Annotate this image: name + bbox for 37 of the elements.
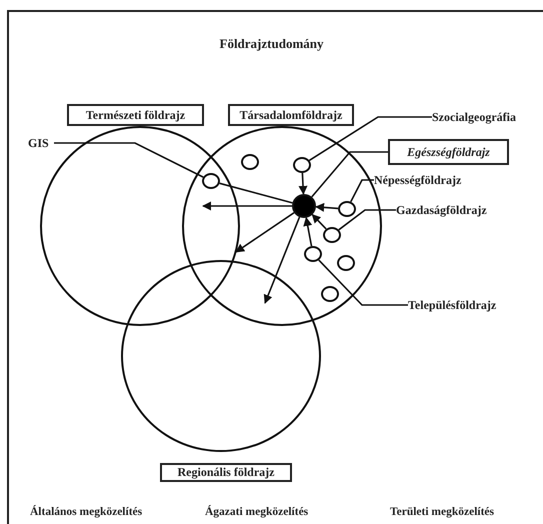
leader-line (338, 209, 396, 230)
label-box: Természeti földrajz (67, 104, 204, 126)
label-box: Társadalomföldrajz (228, 104, 354, 126)
topic-label: Szocialgeográfia (432, 108, 540, 126)
small-circle (337, 255, 355, 271)
topic-label: Népességföldrajz (374, 171, 484, 189)
arrow (264, 216, 300, 304)
small-circle (202, 173, 220, 189)
small-circle (293, 157, 311, 173)
venn-circle (121, 260, 321, 452)
leader-line (318, 260, 408, 306)
arrow (303, 216, 312, 246)
title: Földrajztudomány (218, 36, 324, 52)
approach-label: Területi megközelítés (390, 506, 494, 518)
leader-line (54, 142, 204, 178)
label-box: Egészségföldrajz (388, 139, 509, 165)
arrow (235, 212, 295, 253)
topic-label: Településföldrajz (408, 296, 520, 314)
arrow (312, 214, 327, 230)
small-circle (304, 246, 322, 262)
arrow (202, 202, 292, 210)
topic-label: Gazdaságföldrajz (396, 201, 508, 219)
small-circle (323, 227, 341, 243)
arrow (298, 172, 308, 195)
leader-line (311, 151, 388, 198)
arrow (315, 202, 338, 212)
small-circle (321, 286, 339, 302)
hub-dot (292, 194, 316, 218)
small-circle (338, 201, 356, 217)
approach-label: Ágazati megközelítés (205, 506, 308, 518)
approach-label: Általános megközelítés (30, 506, 142, 518)
leader-line (219, 182, 293, 204)
small-circle (241, 154, 259, 170)
leader-line (350, 179, 374, 202)
leader-line (308, 116, 432, 162)
topic-label: GIS (28, 134, 54, 152)
label-box: Regionális földrajz (160, 463, 292, 482)
